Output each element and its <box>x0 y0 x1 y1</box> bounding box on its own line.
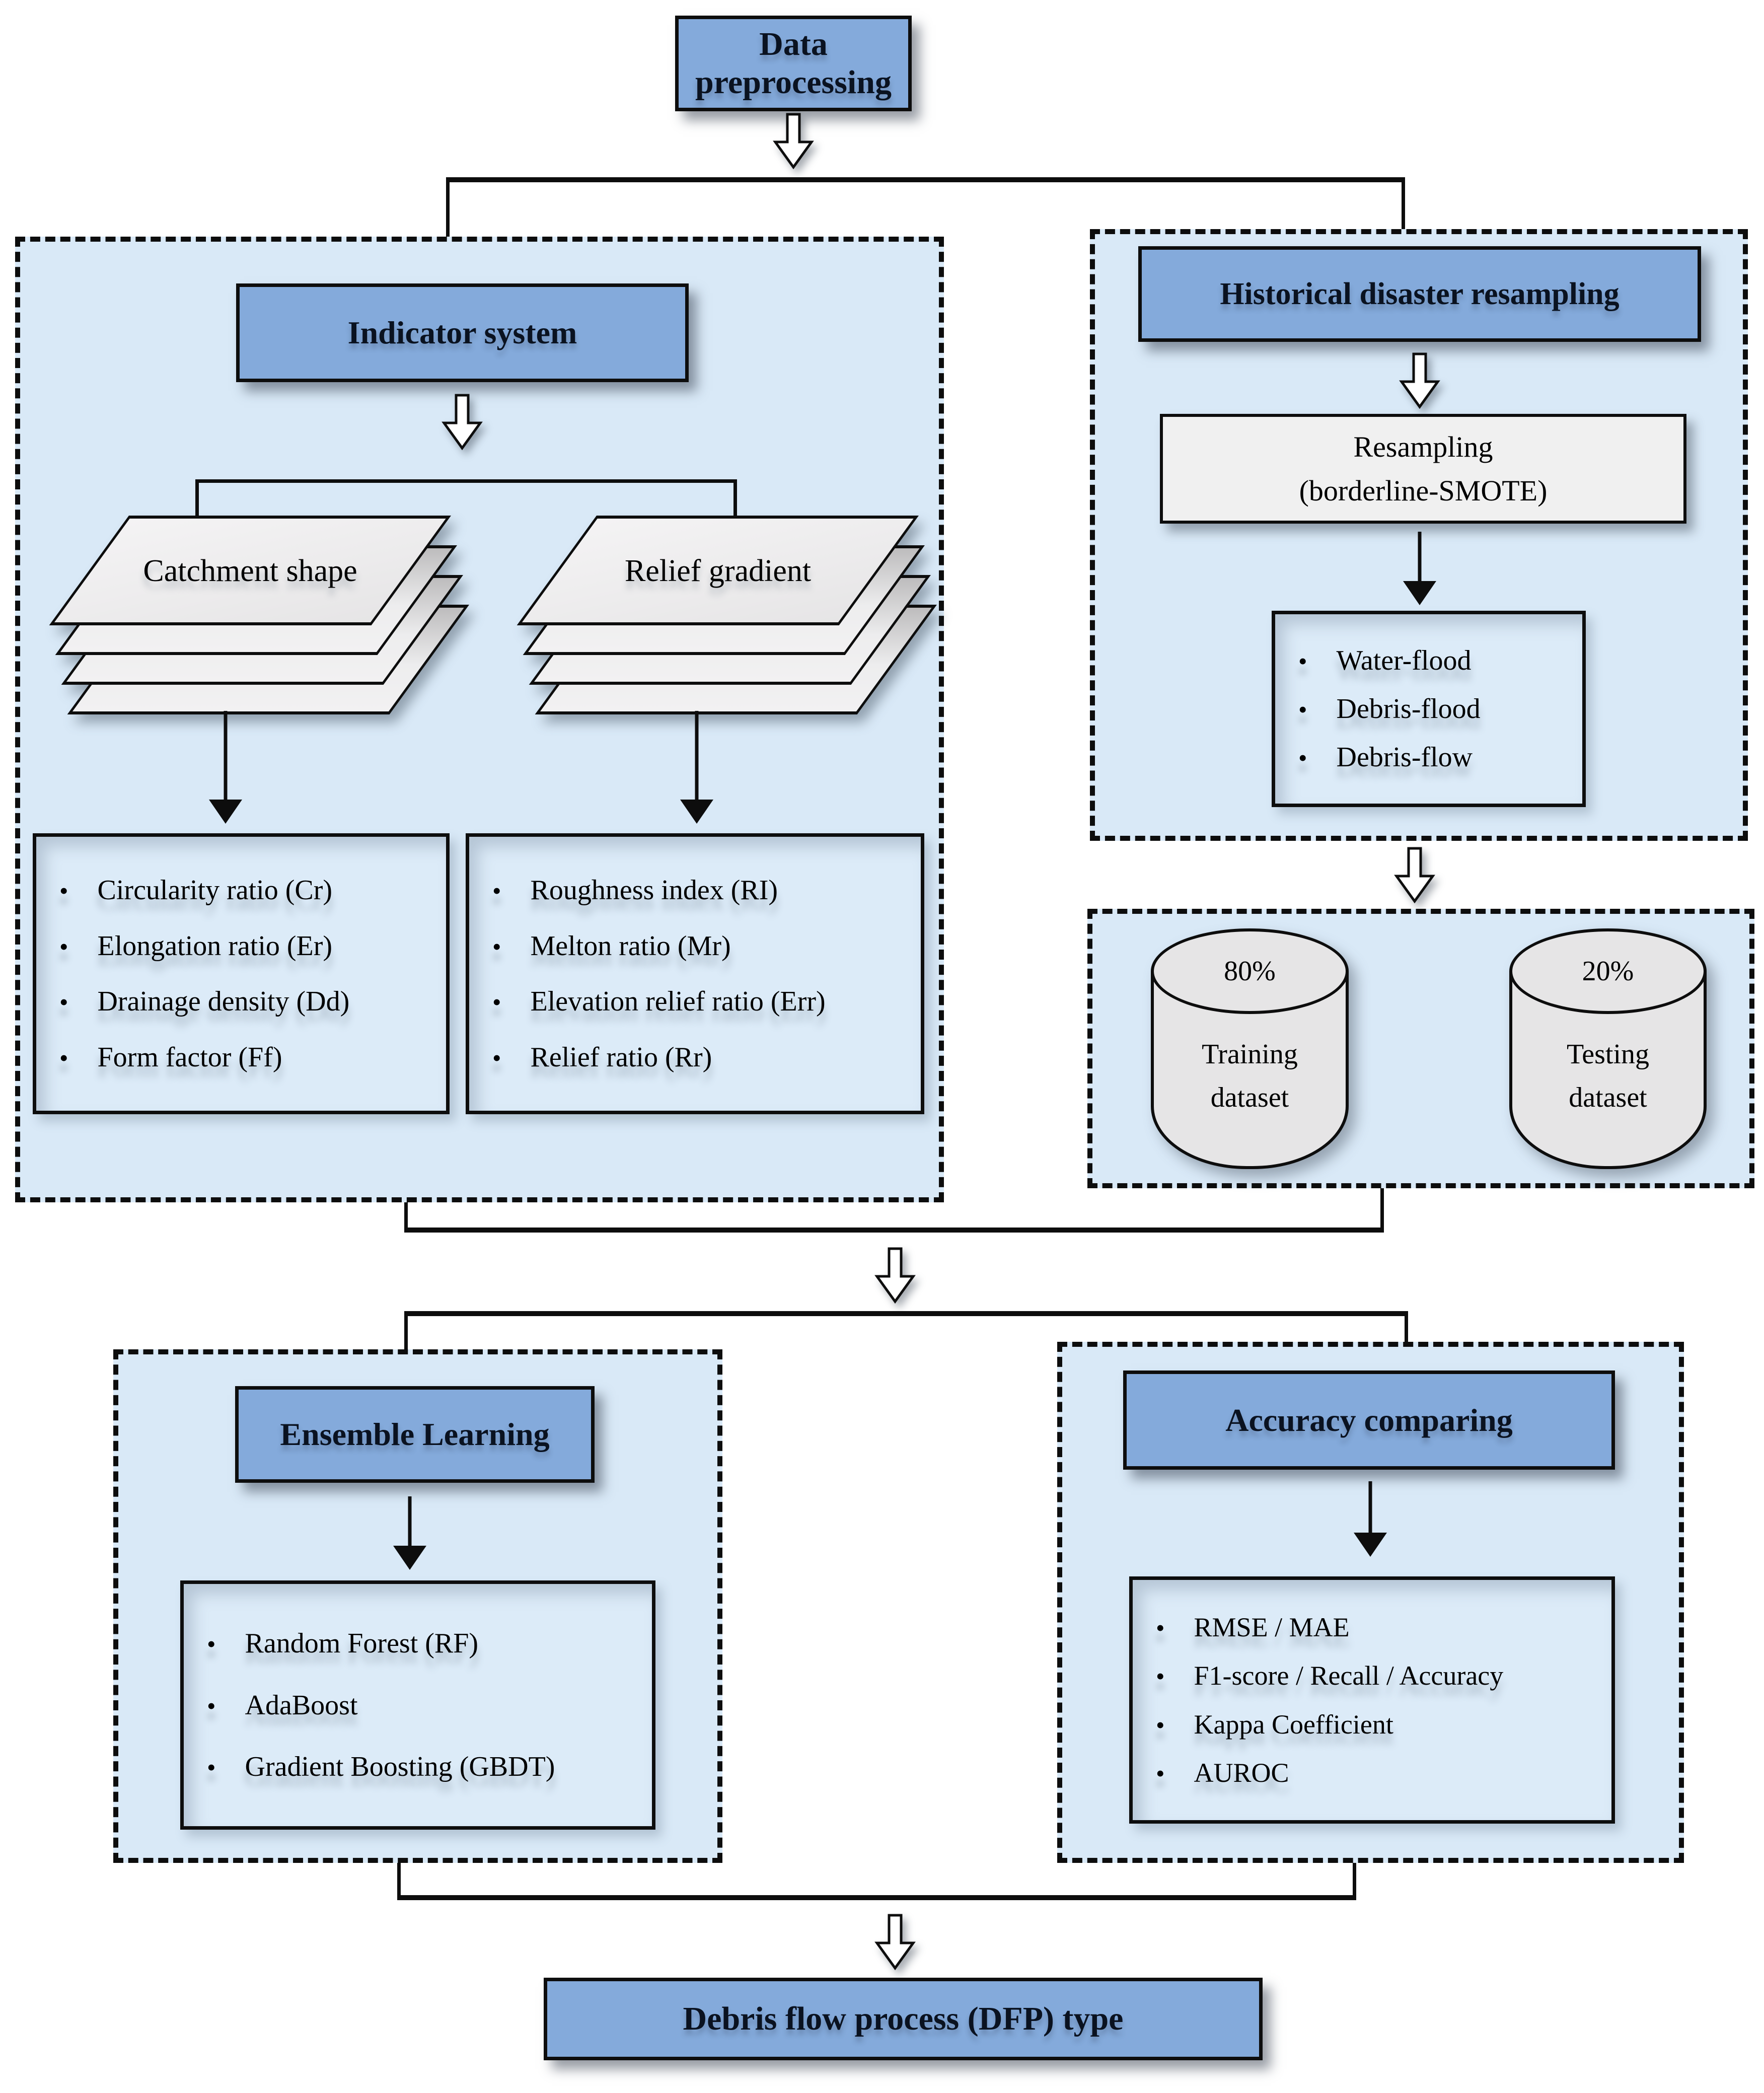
connector-line <box>404 1311 408 1352</box>
list-item: Debris-flow <box>1298 741 1559 773</box>
list-item: Elongation ratio (Er) <box>59 930 423 962</box>
resampling-header: Historical disaster resampling <box>1138 246 1701 342</box>
catchment-indicator-list: Circularity ratio (Cr) Elongation ratio … <box>33 833 450 1114</box>
connector-line <box>446 177 450 239</box>
connector-line <box>404 1228 1384 1233</box>
catchment-shape-label: Catchment shape <box>143 553 357 588</box>
testing-percent: 20% <box>1582 956 1634 987</box>
down-block-arrow-icon <box>874 1914 916 1971</box>
down-block-arrow-icon <box>773 113 814 169</box>
ensemble-learning-label: Ensemble Learning <box>280 1416 550 1452</box>
testing-label-line2: dataset <box>1569 1082 1647 1113</box>
cylinder-top: 80% <box>1151 928 1349 1014</box>
list-item: AdaBoost <box>207 1689 629 1721</box>
connector-line <box>404 1311 1408 1316</box>
list-item: Water-flood <box>1298 644 1559 677</box>
connector-line <box>195 479 199 521</box>
list-item: Form factor (Ff) <box>59 1041 423 1073</box>
down-block-arrow-icon <box>1399 352 1440 409</box>
cylinder-top: 20% <box>1509 928 1707 1014</box>
list-item: AUROC <box>1156 1757 1588 1788</box>
relief-indicator-list: Roughness index (RI) Melton ratio (Mr) E… <box>466 833 924 1114</box>
data-preprocessing-box: Data preprocessing <box>675 16 912 111</box>
list-item: Melton ratio (Mr) <box>492 930 898 962</box>
down-arrow-icon <box>393 1496 426 1570</box>
down-arrow-icon <box>1354 1481 1387 1557</box>
ensemble-method-list: Random Forest (RF) AdaBoost Gradient Boo… <box>180 1580 655 1830</box>
list-item: Gradient Boosting (GBDT) <box>207 1751 629 1783</box>
down-block-arrow-icon <box>442 394 483 450</box>
resampling-method-box: Resampling (borderline-SMOTE) <box>1160 414 1686 524</box>
list-item: RMSE / MAE <box>1156 1612 1588 1643</box>
resampling-method-line2: (borderline-SMOTE) <box>1299 474 1548 507</box>
down-arrow-icon <box>680 711 713 824</box>
down-block-arrow-icon <box>874 1247 916 1304</box>
indicator-system-header: Indicator system <box>236 283 689 382</box>
list-item: Kappa Coefficient <box>1156 1709 1588 1740</box>
disaster-type-list: Water-flood Debris-flood Debris-flow <box>1272 611 1586 807</box>
indicator-system-label: Indicator system <box>347 315 577 350</box>
testing-label-line1: Testing <box>1566 1039 1650 1070</box>
list-item: Circularity ratio (Cr) <box>59 874 423 906</box>
connector-line <box>397 1895 1356 1900</box>
connector-line <box>195 479 737 483</box>
connector-line <box>1380 1188 1384 1231</box>
accuracy-comparing-label: Accuracy comparing <box>1225 1402 1513 1438</box>
list-item: Relief ratio (Rr) <box>492 1041 898 1073</box>
training-label-line2: dataset <box>1210 1082 1289 1113</box>
connector-line <box>1405 1311 1408 1344</box>
resampling-header-label: Historical disaster resampling <box>1220 276 1620 311</box>
down-arrow-icon <box>1403 532 1436 605</box>
connector-line <box>733 479 737 521</box>
training-percent: 80% <box>1224 956 1276 987</box>
testing-dataset-cylinder: 20% Testing dataset <box>1509 928 1707 1169</box>
list-item: Elevation relief ratio (Err) <box>492 985 898 1018</box>
down-block-arrow-icon <box>1394 847 1435 903</box>
list-item: Random Forest (RF) <box>207 1627 629 1659</box>
down-arrow-icon <box>209 711 242 824</box>
connector-line <box>1353 1863 1356 1899</box>
data-preprocessing-label: Data preprocessing <box>695 26 892 101</box>
training-label-line1: Training <box>1202 1039 1298 1070</box>
training-dataset-cylinder: 80% Training dataset <box>1151 928 1349 1169</box>
connector-line <box>1402 177 1405 231</box>
accuracy-metric-list: RMSE / MAE F1-score / Recall / Accuracy … <box>1129 1576 1615 1824</box>
list-item: Drainage density (Dd) <box>59 985 423 1018</box>
dfp-type-label: Debris flow process (DFP) type <box>683 2000 1124 2037</box>
dfp-type-box: Debris flow process (DFP) type <box>544 1978 1263 2060</box>
ensemble-learning-header: Ensemble Learning <box>235 1386 595 1483</box>
accuracy-comparing-header: Accuracy comparing <box>1123 1370 1615 1470</box>
list-item: Roughness index (RI) <box>492 874 898 906</box>
resampling-method-line1: Resampling <box>1353 430 1493 463</box>
list-item: F1-score / Recall / Accuracy <box>1156 1660 1588 1691</box>
connector-line <box>404 1202 408 1231</box>
connector-line <box>446 177 1405 182</box>
relief-gradient-label: Relief gradient <box>624 553 812 588</box>
connector-line <box>397 1863 401 1899</box>
list-item: Debris-flood <box>1298 693 1559 725</box>
